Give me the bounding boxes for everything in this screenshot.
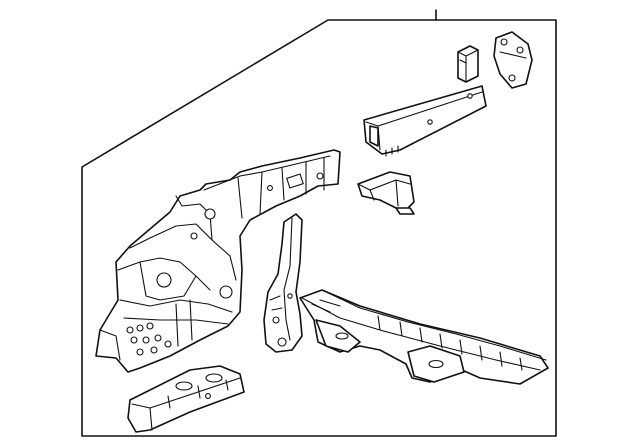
mount-plate[interactable]: [493, 31, 533, 89]
floor-rail[interactable]: [299, 289, 549, 385]
assembly-frame: [81, 9, 557, 437]
gusset-bracket[interactable]: [457, 45, 479, 83]
rail-extension[interactable]: [363, 85, 487, 157]
inner-structure-assembly[interactable]: [95, 149, 341, 373]
lower-reinforcement[interactable]: [127, 365, 245, 433]
hinge-pillar-brace[interactable]: [263, 213, 303, 353]
small-bracket[interactable]: [357, 171, 415, 215]
